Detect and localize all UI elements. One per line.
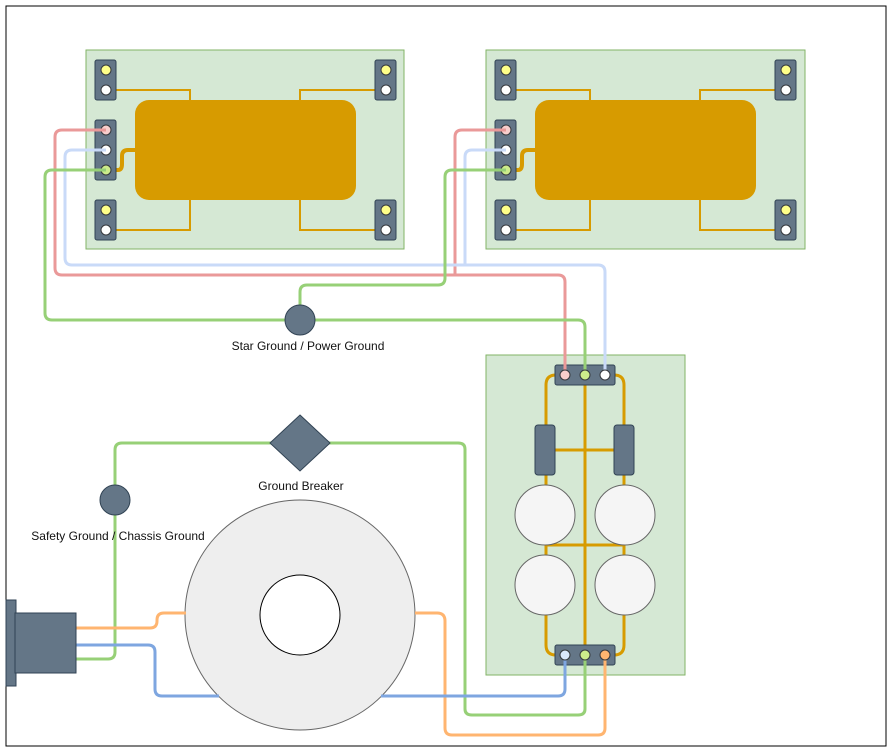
transformer-core [135,100,356,200]
safety-ground-node [99,484,131,516]
ground-breaker-label: Ground Breaker [258,479,344,493]
capacitor [514,554,576,616]
toroidal-transformer [184,499,416,731]
wire-blue [76,643,219,698]
transformer-board-left [85,49,405,250]
wire-orange [76,611,186,630]
transformer-core [535,100,756,200]
capacitor [594,554,656,616]
transformer-board-right [485,49,806,250]
ground-breaker-diamond [269,414,331,472]
resistor [613,424,635,476]
star-ground-label: Star Ground / Power Ground [231,339,385,353]
power-inlet [5,599,77,687]
star-ground-node [284,304,316,336]
capacitor [514,484,576,546]
wire-lightblue [463,148,506,265]
rectifier-pins [559,369,611,661]
resistor [534,424,556,476]
wire-pink [53,128,567,375]
capacitor [594,484,656,546]
wire-pink [453,128,506,275]
wire-lightblue [63,148,607,375]
safety-ground-label: Safety Ground / Chassis Ground [31,529,205,543]
wire-green [76,441,587,717]
rectifier-board [485,354,686,676]
wire-blue [381,655,567,698]
wire-green [43,168,587,375]
wire-green [298,168,506,320]
wire-orange [415,611,607,737]
wires [43,128,607,737]
